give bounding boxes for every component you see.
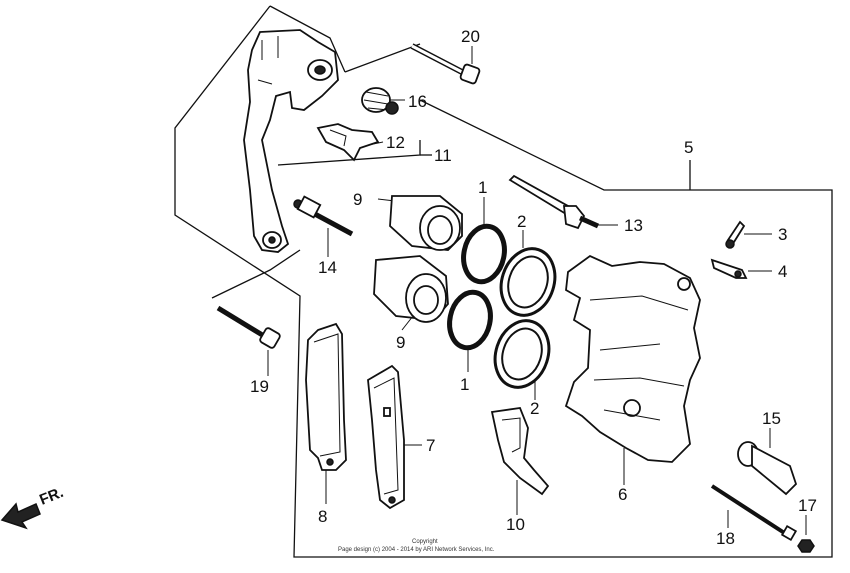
- label-part-5: 5: [684, 138, 693, 157]
- leader-lines: [267, 46, 807, 535]
- part-number-labels: 20 16 12 11 5 9 1 2 13 3 4 14 9 1 2 19 7…: [37, 27, 817, 548]
- label-part-2-upper: 2: [517, 212, 526, 231]
- brake-pad-part-7: [367, 364, 405, 510]
- copyright-notice: Copyright Page design (c) 2004 - 2014 by…: [338, 539, 495, 553]
- copyright-line-1: Copyright: [412, 539, 438, 545]
- brake-pad-part-8: [305, 322, 347, 471]
- piston-part-9-upper: [389, 195, 463, 251]
- bolt-part-20: [410, 43, 481, 85]
- label-part-18: 18: [716, 529, 735, 548]
- label-part-9-upper: 9: [353, 190, 362, 209]
- caliper-body-part-6: [564, 254, 701, 463]
- label-part-1-lower: 1: [460, 375, 469, 394]
- label-part-10: 10: [506, 515, 525, 534]
- label-part-12: 12: [386, 133, 405, 152]
- shim-part-10: [490, 407, 550, 496]
- copyright-line-2: Page design (c) 2004 - 2014 by ARI Netwo…: [338, 547, 495, 553]
- assembly-boundary-lines: [174, 5, 833, 558]
- dust-seal-part-2-lower: [493, 319, 551, 389]
- bleeder-part-3: [725, 220, 746, 249]
- label-part-7: 7: [426, 436, 435, 455]
- label-part-8: 8: [318, 507, 327, 526]
- label-part-13: 13: [624, 216, 643, 235]
- dust-seal-part-2-upper: [499, 247, 557, 317]
- seal-part-1-lower: [447, 289, 493, 351]
- cap-part-4: [710, 258, 748, 279]
- label-part-14: 14: [318, 258, 337, 277]
- pin-part-14: [293, 195, 354, 237]
- label-part-15: 15: [762, 409, 781, 428]
- label-part-3: 3: [778, 225, 787, 244]
- label-part-6: 6: [618, 485, 627, 504]
- label-part-11: 11: [434, 146, 452, 165]
- front-direction-label: FR.: [37, 484, 66, 509]
- label-part-17: 17: [798, 496, 817, 515]
- label-part-19: 19: [250, 377, 269, 396]
- front-direction-arrow: [0, 502, 41, 530]
- label-part-16: 16: [408, 92, 427, 111]
- slide-pin-part-13: [508, 174, 600, 230]
- nut-part-17: [797, 539, 815, 553]
- label-part-9-lower: 9: [396, 333, 405, 352]
- boot-part-16: [361, 87, 399, 115]
- pin-part-15: [737, 441, 798, 496]
- caliper-bracket: [243, 29, 339, 253]
- label-part-2-lower: 2: [530, 399, 539, 418]
- label-part-4: 4: [778, 262, 787, 281]
- label-part-1-upper: 1: [478, 178, 487, 197]
- bolt-part-19: [216, 305, 281, 349]
- label-part-20: 20: [461, 27, 480, 46]
- clip-part-12: [316, 123, 380, 162]
- bolt-part-18: [710, 484, 798, 542]
- piston-part-9-lower: [373, 255, 449, 323]
- seal-part-1-upper: [461, 223, 507, 285]
